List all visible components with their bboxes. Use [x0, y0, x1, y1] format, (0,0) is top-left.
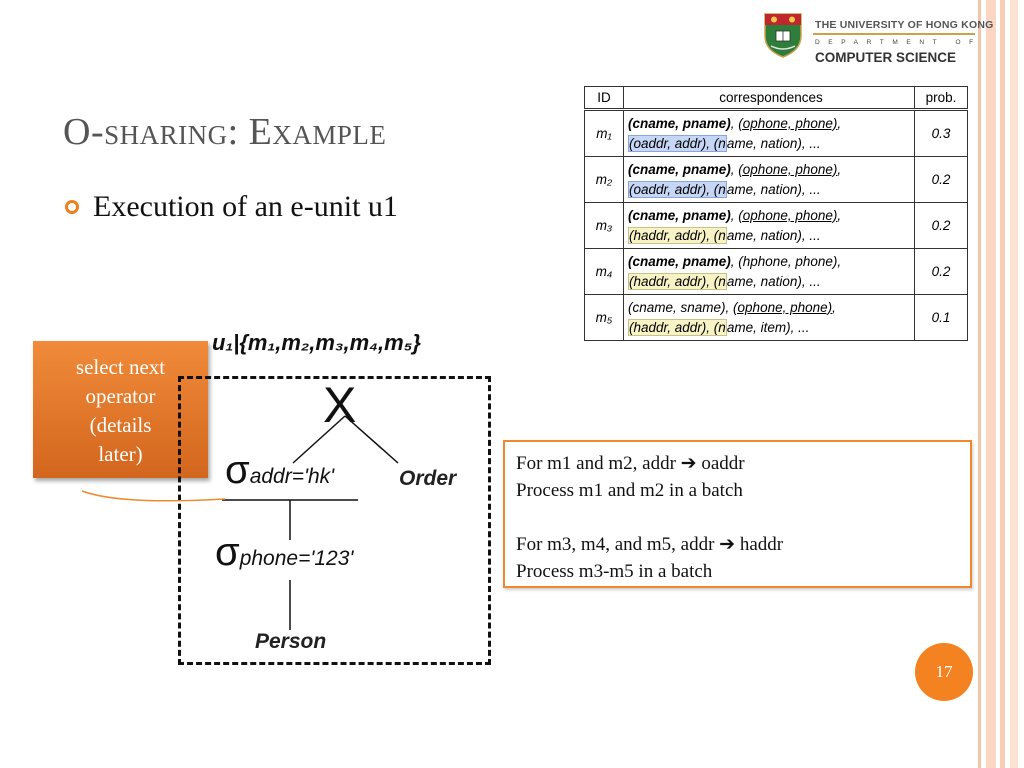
page-number: 17 — [915, 643, 973, 701]
mapping-text: ame, nation), ... — [726, 135, 821, 151]
explanation-line: For m3, m4, and m5, addr ➔ haddr — [516, 534, 784, 555]
header-correspondences: correspondences — [623, 86, 915, 111]
selection-phone: σphone='123' — [215, 530, 353, 575]
e-unit-expression: u₁|{m₁,m₂,m₃,m₄,m₅} — [212, 330, 421, 355]
row-correspondences: (cname, pname), (ophone, phone),(haddr, … — [623, 202, 915, 249]
mapping-text: , — [837, 207, 842, 223]
school-name: COMPUTER SCIENCE — [815, 50, 957, 65]
addr-mapping-highlight: (haddr, addr), (n — [628, 226, 727, 244]
phone-mapping: (ophone, phone) — [738, 115, 838, 131]
university-logo: THE UNIVERSITY OF HONG KONG DEPARTMENT O… — [763, 8, 993, 65]
sigma-symbol: σ — [215, 530, 240, 574]
header-prob: prob. — [914, 86, 968, 111]
note-line: (details — [89, 413, 152, 437]
mapping-text: , — [730, 161, 739, 177]
sigma-symbol: σ — [225, 448, 250, 492]
department-label: DEPARTMENT OF — [815, 39, 982, 46]
mapping-text: ame, nation), ... — [726, 181, 821, 197]
mapping-text: , — [730, 115, 739, 131]
note-line: operator — [85, 384, 156, 408]
explanation-box: For m1 and m2, addr ➔ oaddr Process m1 a… — [503, 440, 972, 588]
mapping-text: , (hphone, phone), — [730, 253, 842, 269]
note-line: later) — [98, 442, 143, 466]
table-row: m₁(cname, pname), (ophone, phone),(oaddr… — [584, 109, 968, 157]
relation-person: Person — [255, 630, 327, 653]
selection-condition: addr='hk' — [249, 465, 335, 488]
mapping-text: (cname, sname), — [628, 299, 734, 315]
decorative-stripe — [1000, 0, 1005, 768]
row-prob: 0.3 — [914, 109, 968, 157]
row-id: m₃ — [584, 202, 624, 249]
key-mapping: (cname, pname) — [628, 207, 731, 223]
table-row: m₅(cname, sname), (ophone, phone), (haddr… — [584, 294, 968, 341]
mapping-text: ame, nation), ... — [726, 273, 821, 289]
table-row: m₃(cname, pname), (ophone, phone),(haddr… — [584, 202, 968, 249]
row-prob: 0.1 — [914, 294, 968, 341]
relation-order: Order — [399, 467, 457, 490]
table-row: m₂(cname, pname), (ophone, phone),(oaddr… — [584, 156, 968, 203]
mapping-text: , — [837, 115, 842, 131]
selection-addr: σaddr='hk' — [225, 448, 334, 493]
row-prob: 0.2 — [914, 248, 968, 295]
slide-title: O-sharing: Example — [63, 111, 387, 153]
addr-mapping-highlight: (haddr, addr), (n — [628, 272, 727, 290]
correspondence-table: ID correspondences prob. m₁(cname, pname… — [584, 86, 968, 341]
row-id: m₁ — [584, 109, 624, 157]
row-correspondences: (cname, pname), (hphone, phone),(haddr, … — [623, 248, 915, 295]
explanation-line: For m1 and m2, addr ➔ oaddr — [516, 453, 745, 474]
query-plan-box — [178, 376, 491, 665]
phone-mapping: (ophone, phone) — [738, 161, 838, 177]
addr-mapping-highlight: (haddr, addr), (n — [628, 318, 727, 336]
mapping-text: , — [832, 299, 836, 315]
addr-mapping-highlight: (oaddr, addr), (n — [628, 134, 727, 152]
join-operator: X — [323, 377, 357, 433]
note-line: select next — [75, 355, 166, 379]
key-mapping: (cname, pname) — [628, 253, 731, 269]
logo-divider — [813, 33, 975, 35]
decorative-stripe — [986, 0, 996, 768]
row-id: m₅ — [584, 294, 624, 341]
row-prob: 0.2 — [914, 202, 968, 249]
explanation-line: Process m3-m5 in a batch — [516, 561, 713, 582]
key-mapping: (cname, pname) — [628, 161, 731, 177]
bullet-text: Execution of an e-unit u1 — [93, 190, 398, 223]
table-header-row: ID correspondences prob. — [584, 86, 968, 111]
decorative-stripe — [1010, 0, 1018, 768]
phone-mapping: (ophone, phone) — [733, 299, 833, 315]
row-id: m₄ — [584, 248, 624, 295]
row-prob: 0.2 — [914, 156, 968, 203]
mapping-text: , — [837, 161, 842, 177]
bullet-icon — [65, 200, 79, 214]
key-mapping: (cname, pname) — [628, 115, 731, 131]
crest-icon — [764, 13, 802, 58]
selection-condition: phone='123' — [239, 547, 354, 570]
row-id: m₂ — [584, 156, 624, 203]
phone-mapping: (ophone, phone) — [738, 207, 838, 223]
header-id: ID — [584, 86, 624, 111]
row-correspondences: (cname, pname), (ophone, phone),(oaddr, … — [623, 109, 915, 157]
addr-mapping-highlight: (oaddr, addr), (n — [628, 180, 727, 198]
mapping-text: ame, item), ... — [726, 319, 810, 335]
row-correspondences: (cname, sname), (ophone, phone), (haddr, … — [623, 294, 915, 341]
explanation-line: Process m1 and m2 in a batch — [516, 480, 743, 501]
table-row: m₄(cname, pname), (hphone, phone),(haddr… — [584, 248, 968, 295]
decorative-stripe — [978, 0, 981, 768]
mapping-text: ame, nation), ... — [726, 227, 821, 243]
mapping-text: , — [730, 207, 739, 223]
row-correspondences: (cname, pname), (ophone, phone),(oaddr, … — [623, 156, 915, 203]
university-name: THE UNIVERSITY OF HONG KONG — [815, 19, 994, 31]
